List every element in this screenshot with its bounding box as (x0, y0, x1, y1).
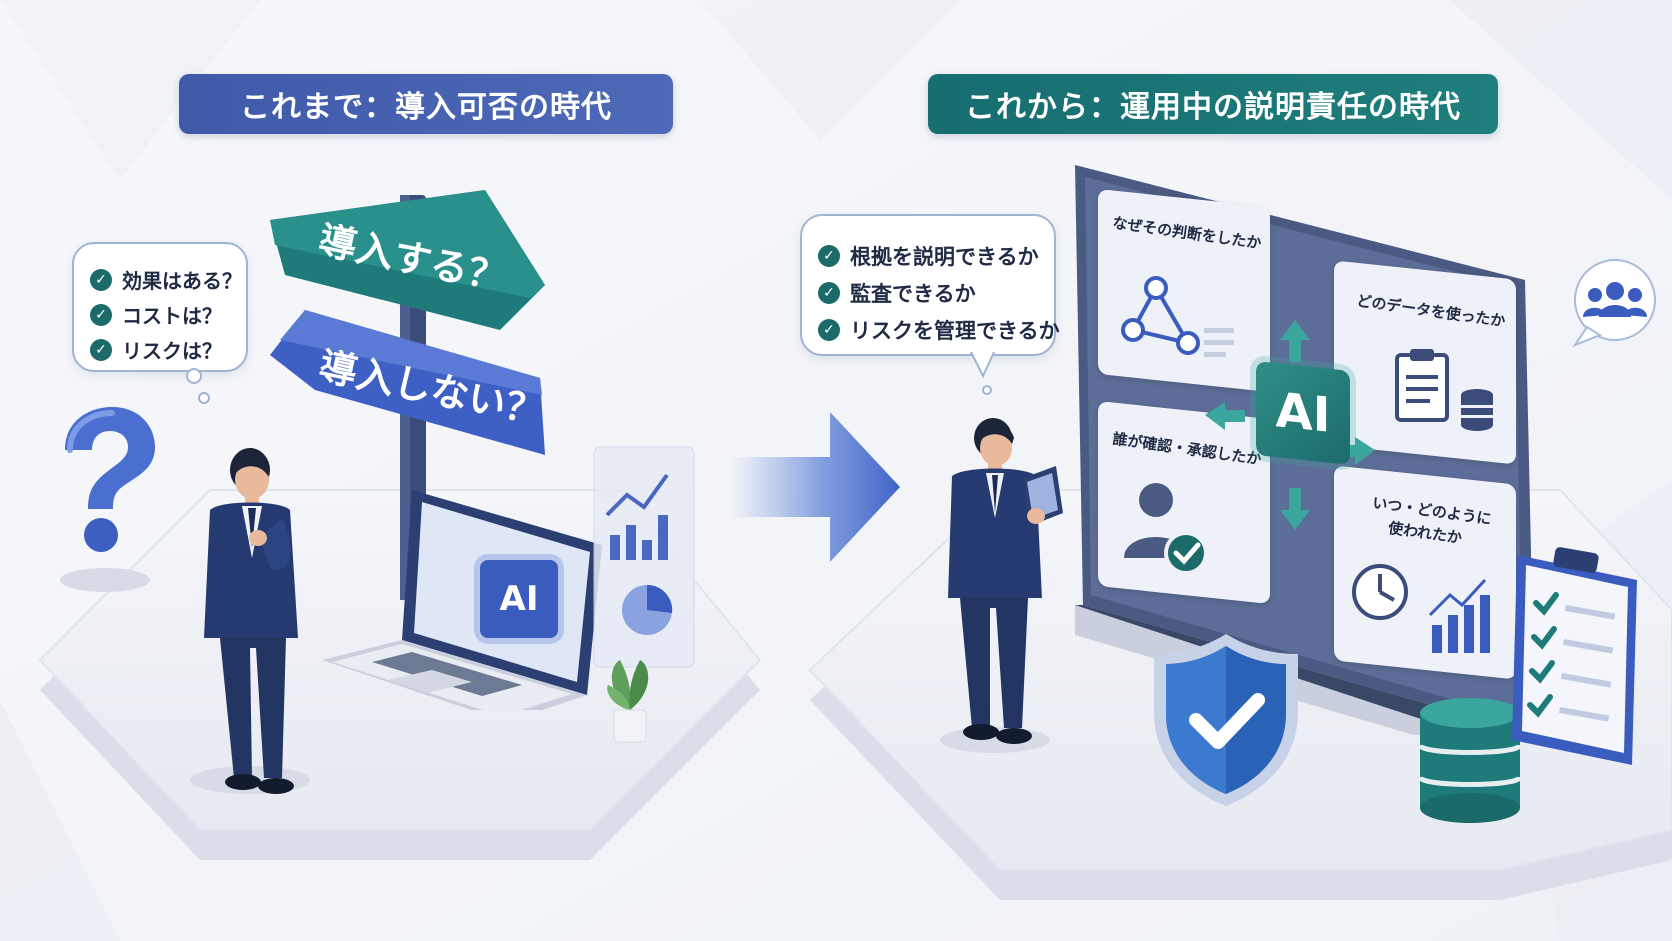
shield-check-icon (1154, 634, 1298, 806)
bubble-tail (968, 348, 997, 395)
plant (607, 660, 649, 743)
businessman-with-tablet (948, 418, 1063, 744)
users-icon (1572, 259, 1656, 348)
approver-user-icon (1124, 483, 1208, 575)
transition-arrow-icon (730, 412, 900, 562)
clipboard-data-icon (1395, 349, 1493, 431)
accountability-bubble (800, 214, 1056, 356)
ai-core: AI (1256, 361, 1350, 465)
network-icon (1121, 276, 1234, 357)
list-item: ✓リスクを管理できるか (818, 311, 1060, 348)
analytics-panel (593, 446, 695, 668)
list-item: ✓リスクは？ (90, 332, 242, 367)
right-section-title: これから：運用中の説明責任の時代 (928, 74, 1498, 134)
ai-core-arrows (1205, 320, 1375, 530)
thought-dots (186, 368, 210, 404)
businessman-thinking (204, 448, 298, 794)
database-icon (1417, 698, 1523, 823)
signpost (270, 190, 545, 600)
list-item: ✓根拠を説明できるか (818, 237, 1060, 274)
list-item: ✓効果はある？ (90, 262, 242, 297)
check-icon: ✓ (90, 338, 112, 361)
list-item: ✓監査できるか (818, 274, 1060, 311)
check-icon: ✓ (818, 281, 840, 304)
check-icon: ✓ (90, 268, 112, 291)
laptop (322, 490, 602, 710)
clipboard-checklist-icon (1512, 547, 1637, 765)
check-icon: ✓ (818, 244, 840, 267)
check-icon: ✓ (90, 303, 112, 326)
list-item: ✓コストは？ (90, 297, 242, 332)
question-list: ✓効果はある？ ✓コストは？ ✓リスクは？ (90, 262, 242, 367)
left-section-title: これまで：導入可否の時代 (179, 74, 673, 134)
accountability-list: ✓根拠を説明できるか ✓監査できるか ✓リスクを管理できるか (818, 237, 1060, 348)
ai-chip: AI (480, 560, 558, 638)
question-mark-icon (65, 407, 155, 552)
check-icon: ✓ (818, 318, 840, 341)
clock-chart-icon (1352, 564, 1490, 653)
